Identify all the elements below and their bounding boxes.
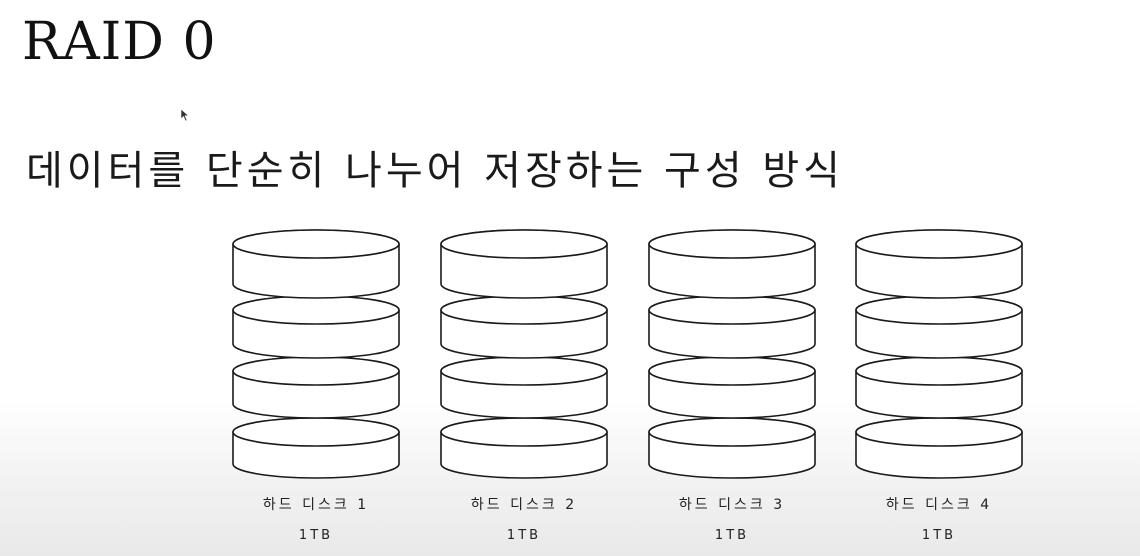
disk-size-2: 1TB	[506, 528, 542, 543]
stacked-disk-cylinder-icon	[855, 229, 1023, 479]
stacked-disk-cylinder-icon	[440, 229, 608, 479]
disk-stack-1	[230, 226, 402, 486]
disk-size-4: 1TB	[921, 528, 957, 543]
mouse-pointer-icon	[180, 108, 190, 122]
disk-size-1: 1TB	[298, 528, 334, 543]
disk-label-4: 하드 디스크 4	[885, 497, 993, 513]
slide-subtitle: 데이터를 단순히 나누어 저장하는 구성 방식	[26, 148, 844, 194]
disk-label-2: 하드 디스크 2	[470, 497, 578, 513]
disk-size-3: 1TB	[714, 528, 750, 543]
disk-label-1: 하드 디스크 1	[262, 497, 370, 513]
stacked-disk-cylinder-icon	[232, 229, 400, 479]
slide-title: RAID 0	[22, 12, 217, 72]
disk-stack-4	[853, 226, 1025, 486]
stacked-disk-cylinder-icon	[648, 229, 816, 479]
disk-label-3: 하드 디스크 3	[678, 497, 786, 513]
disk-stack-3	[646, 226, 818, 486]
disk-stack-2	[438, 226, 610, 486]
